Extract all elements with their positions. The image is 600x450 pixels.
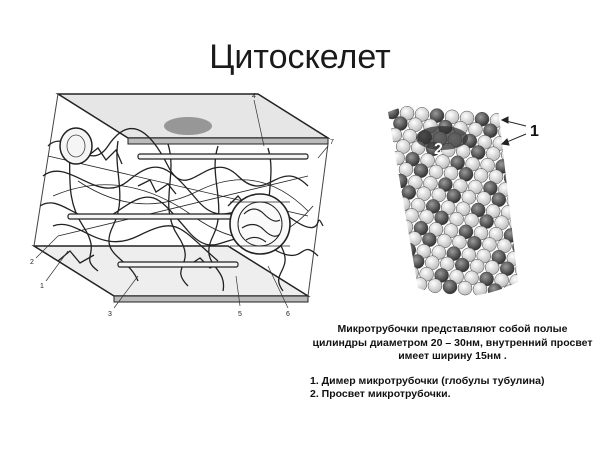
tubulin-globule (517, 285, 518, 297)
tubulin-globule (513, 183, 518, 198)
tubulin-globule (409, 254, 425, 269)
tubulin-globule (435, 154, 450, 169)
caption-item-dimer: 1. Димер микротрубочки (глобулы тубулина… (310, 374, 545, 387)
tubulin-globule (455, 201, 471, 217)
callout-4: 4 (252, 93, 256, 100)
tubulin-globule (428, 222, 444, 237)
fibrous-patch (164, 117, 212, 135)
tubulin-globule (427, 278, 443, 293)
tubulin-globule (494, 272, 509, 288)
tubulin-globule (525, 276, 539, 290)
caption-item-lumen: 2. Просвет микротрубочки. (310, 388, 451, 400)
tubulin-globule (530, 264, 544, 278)
tubulin-globule (401, 242, 417, 258)
tubulin-globule (514, 262, 518, 278)
caption: Микротрубочки представляют собой полые ц… (310, 323, 595, 402)
label-1: 1 (530, 123, 539, 140)
tubulin-globule (431, 245, 447, 260)
callout-3: 3 (108, 311, 112, 318)
lumen (416, 126, 468, 150)
callout-6: 6 (286, 311, 290, 318)
tubulin-globule (480, 157, 495, 173)
tubulin-globule (509, 274, 518, 289)
tubulin-globule (502, 284, 518, 297)
tubulin-globule (395, 196, 411, 212)
tubulin-globule (533, 287, 547, 301)
tubulin-globule (473, 225, 489, 241)
caption-list: 1. Димер микротрубочки (глобулы тубулина… (310, 375, 595, 402)
tubulin-globule (407, 231, 422, 246)
tubulin-globule (470, 202, 486, 218)
tubulin-globule (479, 271, 494, 287)
tubulin-globule (485, 203, 501, 219)
tubulin-globule (429, 108, 445, 123)
tubulin-globule (410, 197, 426, 213)
tubulin-globule (388, 127, 403, 143)
tubulin-globule (519, 230, 533, 244)
tubulin-globule (525, 218, 539, 232)
callout-1: 1 (40, 283, 44, 290)
tubulin-globule (393, 173, 408, 189)
tubulin-globule (468, 179, 483, 195)
tubulin-globule (465, 156, 480, 172)
tubulin-globule (477, 134, 493, 150)
tubulin-globule (412, 277, 428, 292)
tubulin-globule (488, 226, 504, 242)
tubulin-globule (507, 137, 518, 152)
tubulin-globule (390, 150, 405, 166)
tubulin-globule (458, 224, 474, 240)
tubulin-globule (434, 268, 449, 283)
tubulin-globule (453, 178, 468, 194)
tubulin-globule (491, 249, 507, 265)
tubulin-globule (425, 199, 441, 214)
callout-7: 7 (330, 139, 334, 146)
tubulin-globule (457, 280, 473, 296)
tubulin-globule (487, 283, 503, 297)
tubulin-globule (423, 176, 438, 191)
tubulin-globule (419, 266, 434, 282)
tubulin-globule (438, 177, 453, 192)
tubulin-globule (527, 241, 541, 255)
tubulin-globule (446, 246, 462, 261)
tubulin-globule (510, 160, 518, 175)
tubulin-globule (464, 270, 479, 286)
tubulin-globule (519, 172, 533, 186)
tubulin-globule (399, 105, 415, 121)
tubulin-globule (398, 219, 414, 235)
tubulin-globule (414, 107, 430, 122)
tubulin-globule (408, 174, 423, 190)
tubulin-globule (405, 151, 420, 167)
tubulin-globule (522, 253, 536, 267)
caption-description: Микротрубочки представляют собой полые ц… (312, 323, 593, 362)
left-organelle (59, 127, 93, 165)
cylinder-organelle (229, 193, 291, 255)
tubulin-globule (442, 279, 458, 295)
tubulin-globule (483, 180, 498, 196)
tubulin-globule (420, 153, 435, 168)
callout-2: 2 (30, 259, 34, 266)
tubulin-globule (476, 248, 492, 264)
slide-title: Цитоскелет (209, 38, 391, 76)
callout-5: 5 (238, 311, 242, 318)
microtubule-illustration: 1 2 (388, 104, 547, 301)
tubulin-globule (461, 247, 477, 263)
tubulin-globule (450, 155, 465, 171)
tubulin-globule (404, 265, 419, 281)
tubulin-globule (444, 109, 460, 125)
tubulin-globule (515, 148, 518, 164)
tubulin-globule (515, 206, 518, 221)
label-2: 2 (434, 141, 443, 158)
tubulin-globule (522, 195, 536, 209)
tubulin-globule (449, 269, 464, 284)
tubulin-globule (472, 282, 488, 297)
tubulin-globule (388, 104, 400, 120)
tubulin-globule (413, 220, 429, 236)
tubulin-globule (459, 110, 475, 126)
tubulin-globule (416, 243, 432, 259)
tubulin-globule (440, 200, 456, 215)
tubulin-globule (474, 111, 490, 127)
tubulin-globule (443, 223, 459, 238)
cytoskeleton-illustration: 4 1 2 5 6 7 3 (30, 93, 334, 318)
